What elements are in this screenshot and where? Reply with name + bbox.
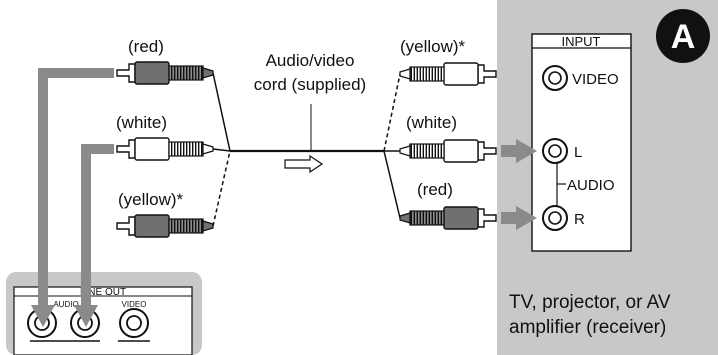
line-out-video-label: VIDEO xyxy=(122,300,147,309)
cord-caption-line2: cord (supplied) xyxy=(254,75,366,94)
line-out-audio-label: AUDIO xyxy=(53,300,78,309)
audio-right-input-jack xyxy=(542,205,568,231)
video-input-jack xyxy=(542,65,568,91)
audio-left-label: L xyxy=(574,144,582,161)
right-white-plug xyxy=(399,139,497,163)
cord-caption-line1: Audio/video xyxy=(266,51,355,70)
left-white-plug xyxy=(116,137,214,161)
arrow-white-to-player xyxy=(74,144,114,327)
left-yellow-plug xyxy=(116,214,214,238)
audio-input-label: AUDIO xyxy=(567,177,615,194)
left-white-label: (white) xyxy=(116,113,167,132)
input-panel-title: INPUT xyxy=(562,34,601,49)
audio-right-label: R xyxy=(574,211,585,228)
arrow-red-to-player xyxy=(31,68,114,327)
tv-caption-line2: amplifier (receiver) xyxy=(509,317,666,338)
left-red-plug xyxy=(116,61,214,85)
video-output-jack xyxy=(119,308,149,338)
tv-caption-line1: TV, projector, or AV xyxy=(509,292,671,313)
arrow-to-right-jack xyxy=(501,206,537,230)
video-input-label: VIDEO xyxy=(572,71,619,88)
cord-direction-marker xyxy=(284,154,324,174)
right-yellow-label: (yellow)* xyxy=(400,37,466,56)
right-yellow-plug xyxy=(399,62,497,86)
left-red-label: (red) xyxy=(128,37,164,56)
player-output-panel: LINE OUT AUDIO VIDEO xyxy=(6,272,202,355)
audio-left-input-jack xyxy=(542,138,568,164)
right-white-label: (white) xyxy=(406,113,457,132)
section-badge: A xyxy=(656,9,710,63)
left-yellow-label: (yellow)* xyxy=(118,190,184,209)
line-out-title: LINE OUT xyxy=(80,287,126,298)
arrow-to-left-jack xyxy=(501,139,537,163)
cord-wires xyxy=(212,72,401,227)
right-red-plug xyxy=(399,206,497,230)
tv-input-panel: INPUT VIDEO L AUDIO R xyxy=(531,33,632,252)
right-red-label: (red) xyxy=(417,180,453,199)
badge-label: A xyxy=(671,18,696,56)
